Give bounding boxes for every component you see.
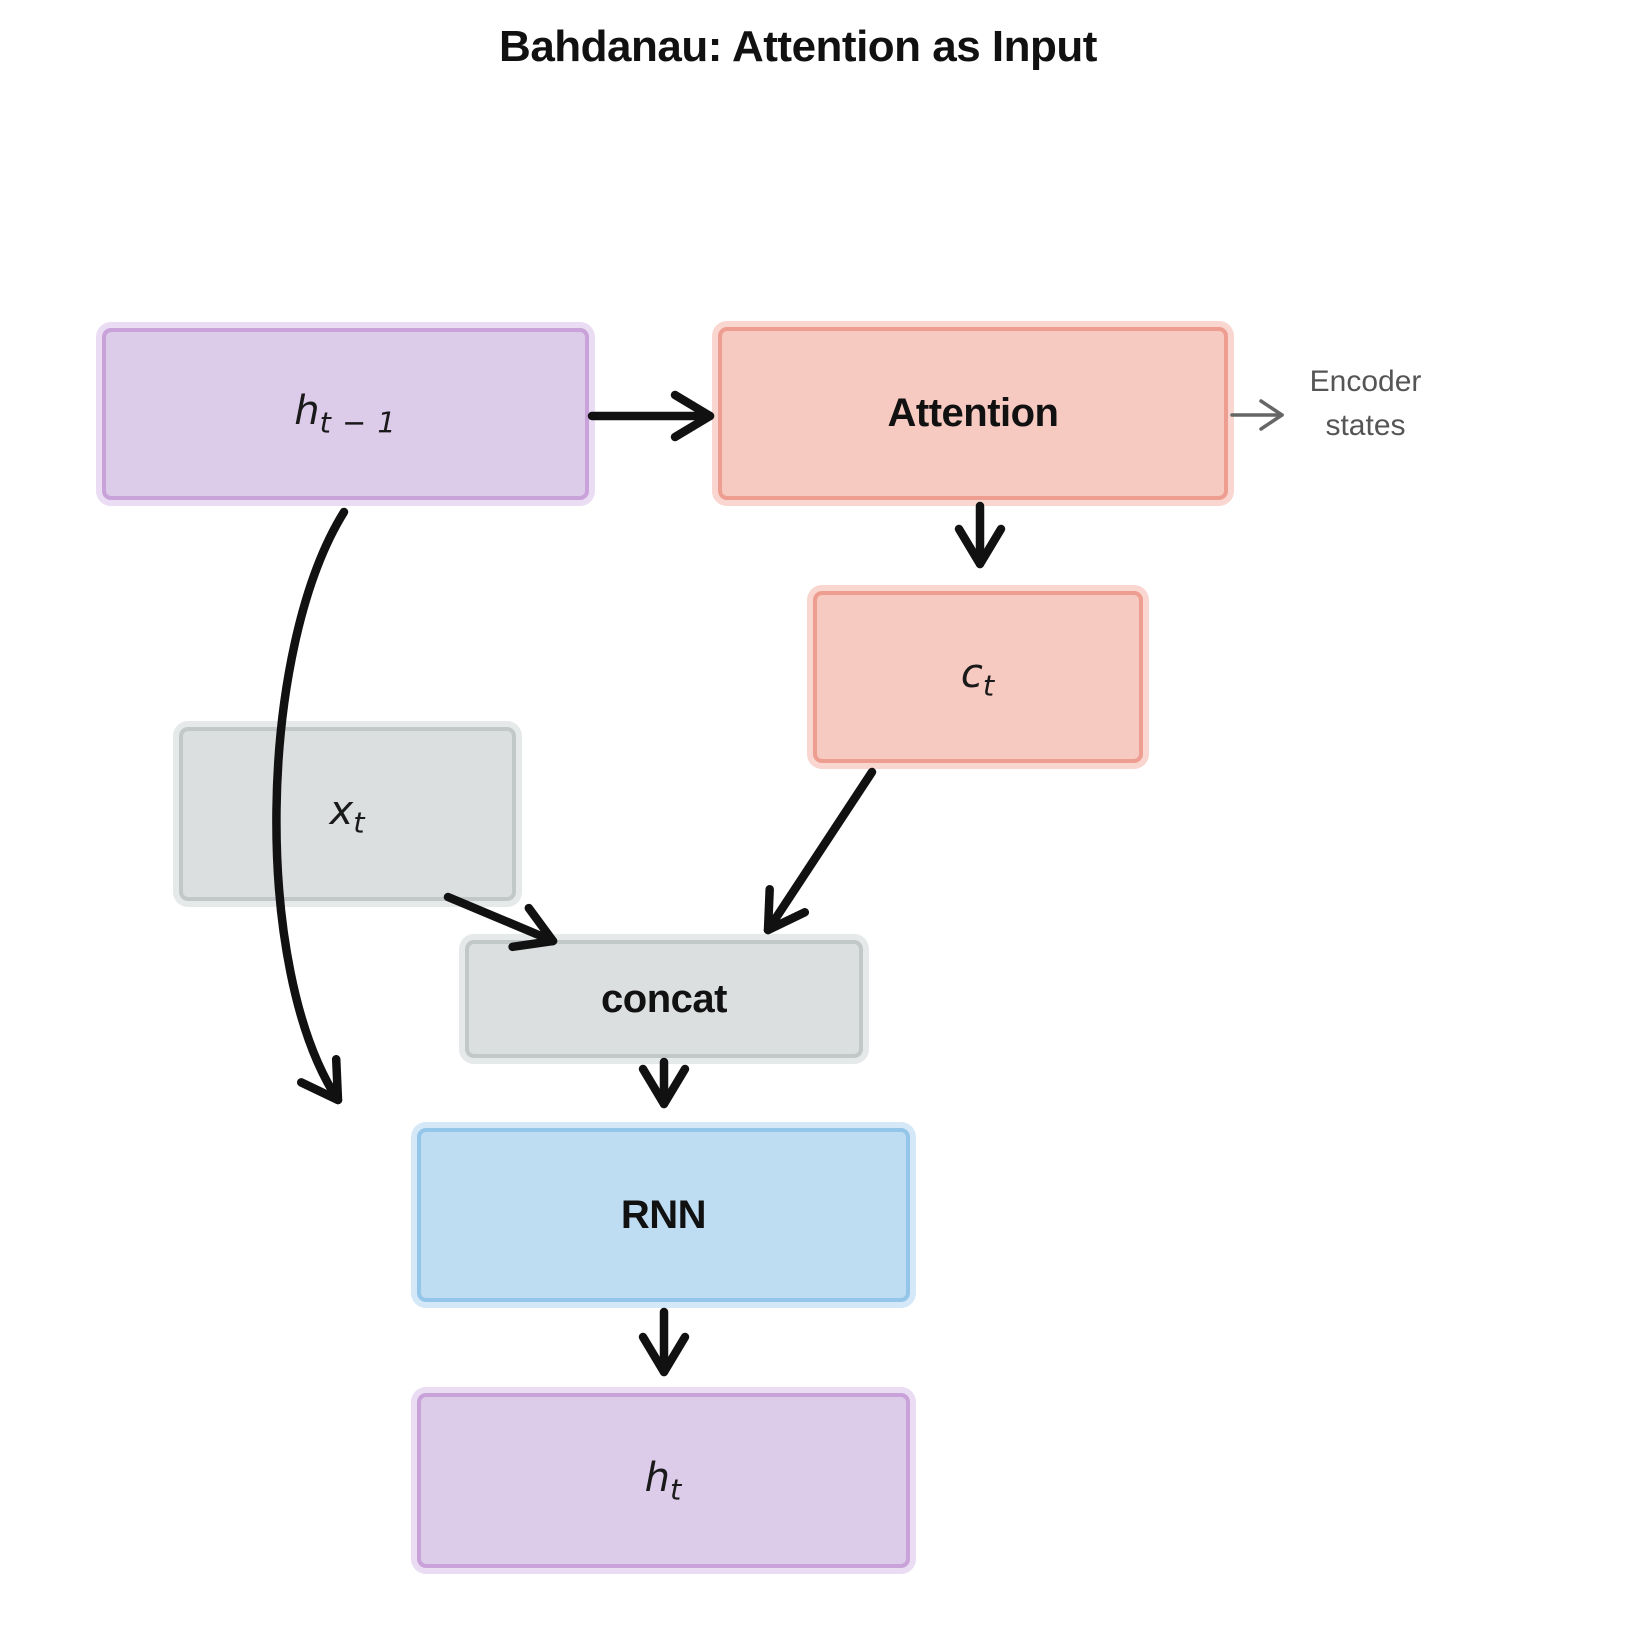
arrow-context-to-concat-icon xyxy=(763,767,877,935)
node-rnn: RNN xyxy=(417,1128,910,1302)
node-input-label: xt xyxy=(329,788,366,840)
node-input-x: xt xyxy=(179,727,516,901)
diagram-title: Bahdanau: Attention as Input xyxy=(499,22,1097,71)
node-concat: concat xyxy=(465,940,863,1058)
node-h-prev: ht − 1 xyxy=(102,328,589,500)
node-rnn-label: RNN xyxy=(620,1192,707,1237)
node-context-label: ct xyxy=(960,651,996,703)
node-attention-label: Attention xyxy=(887,391,1059,435)
node-context-vector: ct xyxy=(813,591,1143,763)
encoder-states-line2: states xyxy=(1325,409,1406,443)
node-concat-label: concat xyxy=(601,976,727,1021)
arrow-input-to-concat-icon xyxy=(443,892,558,952)
node-h-t: ht xyxy=(417,1393,910,1568)
node-h-prev-label: ht − 1 xyxy=(294,388,397,440)
encoder-states-label: Encoder states xyxy=(1288,360,1443,449)
node-h-t-label: ht xyxy=(644,1454,683,1507)
encoder-states-line1: Encoder xyxy=(1309,365,1422,398)
node-attention: Attention xyxy=(718,327,1228,500)
